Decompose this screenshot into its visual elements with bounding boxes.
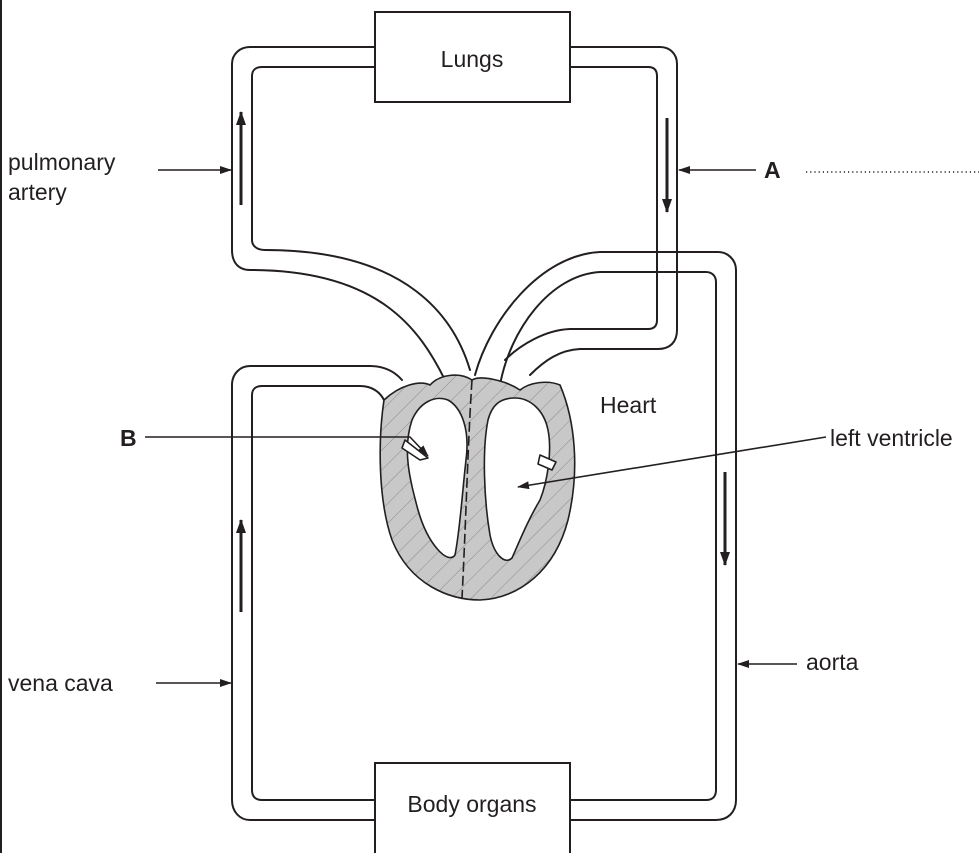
aorta-label: aorta	[806, 649, 859, 675]
label-b: B	[120, 425, 137, 451]
heart-muscle	[380, 375, 575, 600]
lungs-label: Lungs	[441, 46, 504, 72]
heart	[380, 375, 575, 600]
pulmonary-artery-label-line1: pulmonary	[8, 149, 116, 175]
label-a: A	[764, 157, 781, 183]
heart-label: Heart	[600, 392, 657, 418]
pulmonary-artery-label-line2: artery	[8, 179, 67, 205]
body-organs-label: Body organs	[407, 791, 536, 817]
left-ventricle-label: left ventricle	[830, 425, 953, 451]
vena-cava-label: vena cava	[8, 670, 113, 696]
